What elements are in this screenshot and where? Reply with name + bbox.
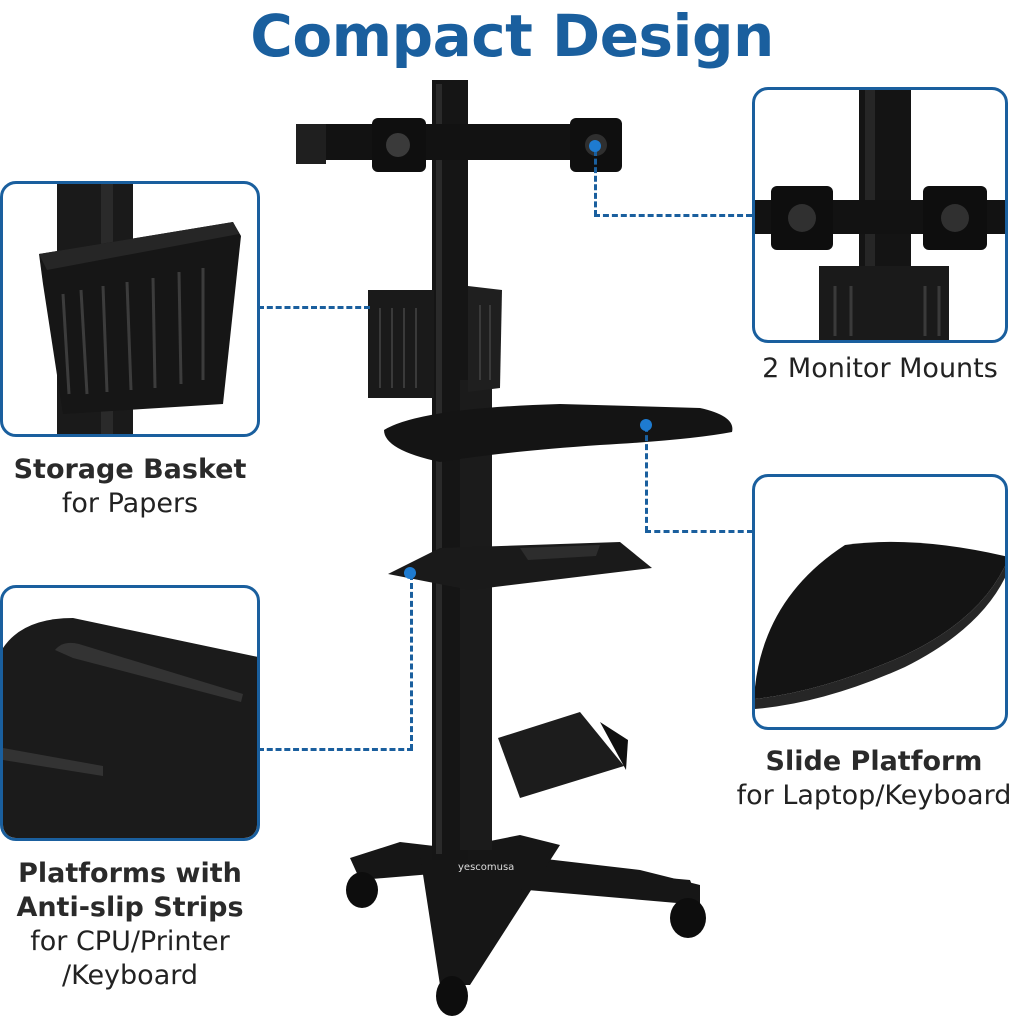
monitor-mounts-caption: 2 Monitor Mounts bbox=[738, 352, 1022, 386]
marker-dot-monitor bbox=[589, 140, 601, 152]
storage-basket bbox=[368, 286, 502, 398]
marker-dot-slide bbox=[640, 419, 652, 431]
cart-base bbox=[350, 835, 700, 985]
lower-shelf bbox=[498, 712, 628, 798]
platforms-closeup bbox=[0, 585, 260, 841]
connector-platform-v bbox=[410, 574, 413, 750]
connector-platform-h bbox=[258, 748, 413, 751]
connector-slide-h bbox=[645, 530, 753, 533]
platforms-subtitle-line2: /Keyboard bbox=[61, 960, 198, 991]
storage-basket-closeup bbox=[0, 181, 260, 437]
monitor-bracket-bar bbox=[296, 124, 616, 160]
slide-platform-subtitle: for Laptop/Keyboard bbox=[736, 780, 1012, 811]
platforms-title-line2: Anti-slip Strips bbox=[16, 892, 244, 923]
slide-platform-caption: Slide Platform for Laptop/Keyboard bbox=[724, 745, 1024, 813]
platforms-closeup-image bbox=[3, 618, 257, 838]
platforms-caption: Platforms with Anti-slip Strips for CPU/… bbox=[0, 857, 260, 993]
vesa-mount-left bbox=[372, 118, 426, 172]
storage-basket-title: Storage Basket bbox=[13, 454, 247, 485]
monitor-mounts-closeup bbox=[752, 87, 1008, 343]
connector-monitor bbox=[594, 150, 597, 216]
slide-platform-title: Slide Platform bbox=[765, 746, 983, 777]
monitor-mounts-title: 2 Monitor Mounts bbox=[762, 353, 998, 384]
slide-platform-closeup-image bbox=[755, 541, 1005, 709]
monitor-mounts-closeup-image bbox=[755, 90, 1005, 340]
middle-shelf bbox=[388, 542, 652, 590]
brand-mark: yescomusa bbox=[458, 862, 514, 873]
connector-slide-v bbox=[645, 426, 648, 532]
connector-monitor-h bbox=[594, 214, 752, 217]
page-title: Compact Design bbox=[250, 2, 774, 70]
storage-basket-closeup-image bbox=[39, 184, 241, 434]
caster-wheels bbox=[346, 872, 706, 1016]
storage-basket-caption: Storage Basket for Papers bbox=[0, 453, 260, 521]
slide-platform-closeup bbox=[752, 474, 1008, 730]
marker-dot-shelf bbox=[404, 567, 416, 579]
slide-platform bbox=[384, 404, 733, 462]
platforms-subtitle-line1: for CPU/Printer bbox=[30, 926, 230, 957]
connector-basket bbox=[258, 306, 370, 309]
platforms-title-line1: Platforms with bbox=[18, 858, 242, 889]
storage-basket-subtitle: for Papers bbox=[61, 488, 199, 519]
